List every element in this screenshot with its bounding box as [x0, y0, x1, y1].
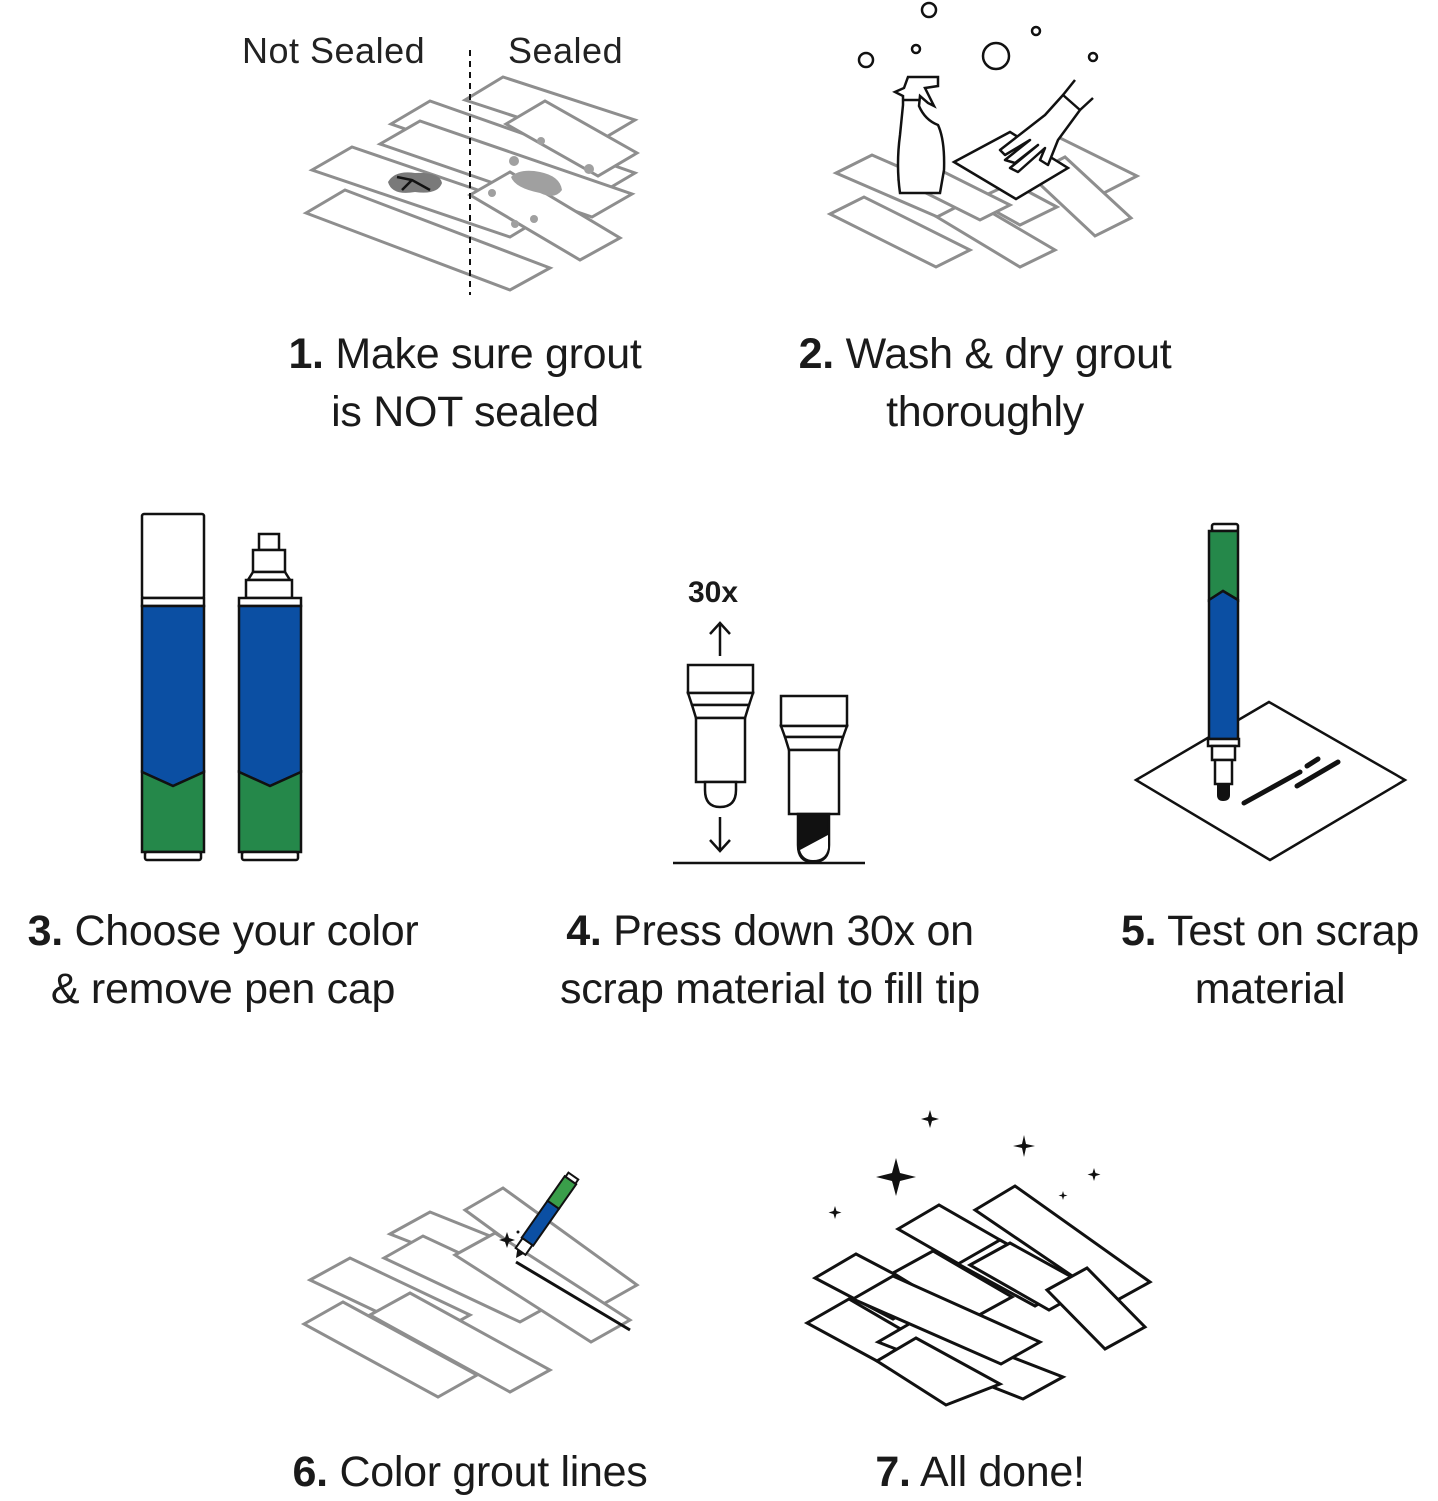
- step-3-caption: 3. Choose your color & remove pen cap: [0, 902, 446, 1018]
- step-6-caption: 6. Color grout lines: [250, 1443, 690, 1501]
- step-4-number: 4.: [566, 907, 602, 955]
- step-2-line2: thoroughly: [886, 388, 1084, 436]
- step-5-caption: 5. Test on scrap material: [1090, 902, 1438, 1018]
- spray-bottle-and-glove-icon: [826, 1, 1141, 269]
- sealed-vs-unsealed-tiles-icon: [302, 50, 640, 295]
- step-4-caption: 4. Press down 30x on scrap material to f…: [510, 902, 1030, 1018]
- step-7-number: 7.: [875, 1448, 911, 1496]
- step-2-number: 2.: [798, 330, 835, 378]
- step-1-caption: 1. Make sure grout is NOT sealed: [230, 325, 700, 441]
- step-1-line2: is NOT sealed: [331, 388, 599, 436]
- step-6-line1: Color grout lines: [339, 1448, 648, 1496]
- step-4-line2: scrap material to fill tip: [560, 965, 980, 1013]
- step-2-caption: 2. Wash & dry grout thoroughly: [750, 325, 1220, 441]
- step-3-line2: & remove pen cap: [50, 965, 396, 1013]
- step-5-line1: Test on scrap: [1167, 907, 1419, 955]
- step-6-number: 6.: [292, 1448, 329, 1496]
- pen-testing-on-paper-icon: [1133, 522, 1408, 862]
- step-5-number: 5.: [1121, 907, 1157, 955]
- step-1-number: 1.: [288, 330, 324, 378]
- press-count-badge: 30x: [688, 576, 739, 609]
- sealed-label: Sealed: [508, 30, 624, 71]
- step-3-line1: Choose your color: [74, 907, 419, 955]
- not-sealed-label: Not Sealed: [242, 30, 426, 71]
- pen-tip-pressing-icon: [673, 621, 865, 865]
- capped-and-uncapped-pens-icon: [140, 512, 303, 862]
- step-3-number: 3.: [27, 907, 64, 955]
- step-5-line2: material: [1194, 965, 1346, 1013]
- step-7-caption: 7. All done!: [830, 1443, 1130, 1501]
- step-2-line1: Wash & dry grout: [845, 330, 1172, 378]
- step-7-line1: All done!: [919, 1448, 1085, 1496]
- step-4-line1: Press down 30x on: [613, 907, 974, 955]
- step-1-line1: Make sure grout: [335, 330, 642, 378]
